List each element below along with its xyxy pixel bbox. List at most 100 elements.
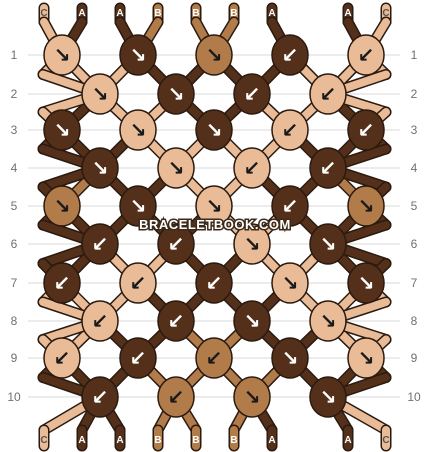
knot-r5-5: ↘ [347, 185, 385, 227]
knot-r1-5-arrow: ↙ [358, 43, 375, 67]
knot-r2-2: ↘ [157, 73, 195, 115]
knot-r3-2: ↘ [119, 109, 157, 151]
knot-r7-5-arrow: ↘ [358, 271, 375, 295]
knot-r8-4-arrow: ↘ [320, 309, 337, 333]
knot-r8-1-body [81, 300, 119, 342]
knot-r9-2-arrow: ↙ [130, 346, 147, 370]
knot-r1-3: ↘ [195, 34, 233, 76]
bottom-strand-label-9: C [382, 435, 389, 446]
knot-r6-1-body [81, 223, 119, 265]
knot-r8-1-arrow: ↙ [92, 309, 109, 333]
knot-r2-3-arrow: ↙ [244, 82, 261, 106]
row-label-right-10: 10 [407, 390, 421, 404]
knot-r9-1-body [43, 337, 81, 379]
knot-r8-4: ↘ [309, 300, 347, 342]
knot-r1-1-arrow: ↘ [54, 43, 71, 67]
knot-r4-4-body [309, 147, 347, 189]
knot-r5-5-body [347, 185, 385, 227]
knot-r6-4-arrow: ↘ [320, 232, 337, 256]
row-label-left-5: 5 [11, 199, 18, 213]
knot-r1-5: ↙ [347, 34, 385, 76]
knot-r6-1: ↙ [81, 223, 119, 265]
knot-r10-3-body [233, 376, 271, 418]
knots: ↘↘↘↙↙↘↘↙↙↘↘↘↙↙↘↘↙↙↘↘↘↙↘↙↙↘↘↙↙↙↘↘↙↙↘↘↙↙↙↘… [43, 34, 385, 418]
knot-r1-3-arrow: ↘ [206, 43, 223, 67]
knot-r2-2-body [157, 73, 195, 115]
bottom-strand-label-3: A [116, 435, 123, 446]
row-label-left-2: 2 [11, 87, 18, 101]
knot-r7-5: ↘ [347, 262, 385, 304]
knot-r2-1: ↘ [81, 73, 119, 115]
bottom-strand-label-8: A [344, 435, 351, 446]
top-strand-label-5: B [192, 8, 199, 19]
knot-r5-1-body [43, 185, 81, 227]
knot-r10-1: ↙ [81, 376, 119, 418]
knot-r3-4-body [271, 109, 309, 151]
top-strand-label-8: A [344, 8, 351, 19]
knot-r4-2: ↘ [157, 147, 195, 189]
knot-r9-5: ↘ [347, 337, 385, 379]
knot-r5-2: ↘ [119, 185, 157, 227]
knot-r2-4: ↙ [309, 73, 347, 115]
knot-r8-3-arrow: ↘ [244, 309, 261, 333]
knot-r2-4-arrow: ↙ [320, 82, 337, 106]
knot-r3-5-arrow: ↙ [358, 118, 375, 142]
knot-r1-4-arrow: ↙ [282, 43, 299, 67]
knot-r3-2-arrow: ↘ [130, 118, 147, 142]
knot-r5-5-arrow: ↘ [358, 194, 375, 218]
knot-r3-1-arrow: ↘ [54, 118, 71, 142]
knot-r1-5-body [347, 34, 385, 76]
knot-r3-2-body [119, 109, 157, 151]
knot-r4-3-arrow: ↙ [244, 156, 261, 180]
knot-r3-4: ↙ [271, 109, 309, 151]
knot-r8-2-body [157, 300, 195, 342]
row-label-right-6: 6 [411, 237, 418, 251]
row-label-left-1: 1 [11, 48, 18, 62]
knot-r4-3-body [233, 147, 271, 189]
row-label-right-3: 3 [411, 123, 418, 137]
knot-r9-4: ↘ [271, 337, 309, 379]
knot-r7-4-arrow: ↘ [282, 271, 299, 295]
knot-r6-3-body [233, 223, 271, 265]
knot-r1-3-body [195, 34, 233, 76]
row-label-right-8: 8 [411, 314, 418, 328]
bottom-strand-label-4: B [154, 435, 161, 446]
knot-r3-3: ↘ [195, 109, 233, 151]
knot-r7-1-arrow: ↙ [54, 271, 71, 295]
knot-r10-4-arrow: ↘ [320, 385, 337, 409]
watermark: BRACELETBOOK.COM [139, 217, 291, 232]
bottom-strand-label-6: B [230, 435, 237, 446]
knot-r5-2-arrow: ↘ [130, 194, 147, 218]
knot-r6-4: ↘ [309, 223, 347, 265]
row-label-right-9: 9 [411, 351, 418, 365]
knot-r7-3-body [195, 262, 233, 304]
knot-r7-3-arrow: ↙ [206, 271, 223, 295]
knot-r1-1: ↘ [43, 34, 81, 76]
knot-r6-4-body [309, 223, 347, 265]
knot-r8-3-body [233, 300, 271, 342]
knot-r5-1-arrow: ↘ [54, 194, 71, 218]
top-strand-label-3: A [116, 8, 123, 19]
knot-r1-2-body [119, 34, 157, 76]
knot-r7-1: ↙ [43, 262, 81, 304]
knot-r1-2: ↘ [119, 34, 157, 76]
knot-r10-2-body [157, 376, 195, 418]
bottom-strand-label-7: A [268, 435, 275, 446]
knot-r9-3-body [195, 337, 233, 379]
knot-r9-5-body [347, 337, 385, 379]
knot-r9-3-arrow: ↙ [206, 346, 223, 370]
knot-r2-2-arrow: ↘ [168, 82, 185, 106]
row-label-right-5: 5 [411, 199, 418, 213]
knot-r6-2: ↙ [157, 223, 195, 265]
knot-r7-2-body [119, 262, 157, 304]
knot-r3-3-arrow: ↘ [206, 118, 223, 142]
knot-r3-1-body [43, 109, 81, 151]
knot-r5-4: ↙ [271, 185, 309, 227]
knot-r3-5: ↙ [347, 109, 385, 151]
knot-r4-3: ↙ [233, 147, 271, 189]
row-label-left-9: 9 [11, 351, 18, 365]
knot-r2-3-body [233, 73, 271, 115]
knot-r9-1-arrow: ↙ [54, 346, 71, 370]
knot-r8-2: ↙ [157, 300, 195, 342]
